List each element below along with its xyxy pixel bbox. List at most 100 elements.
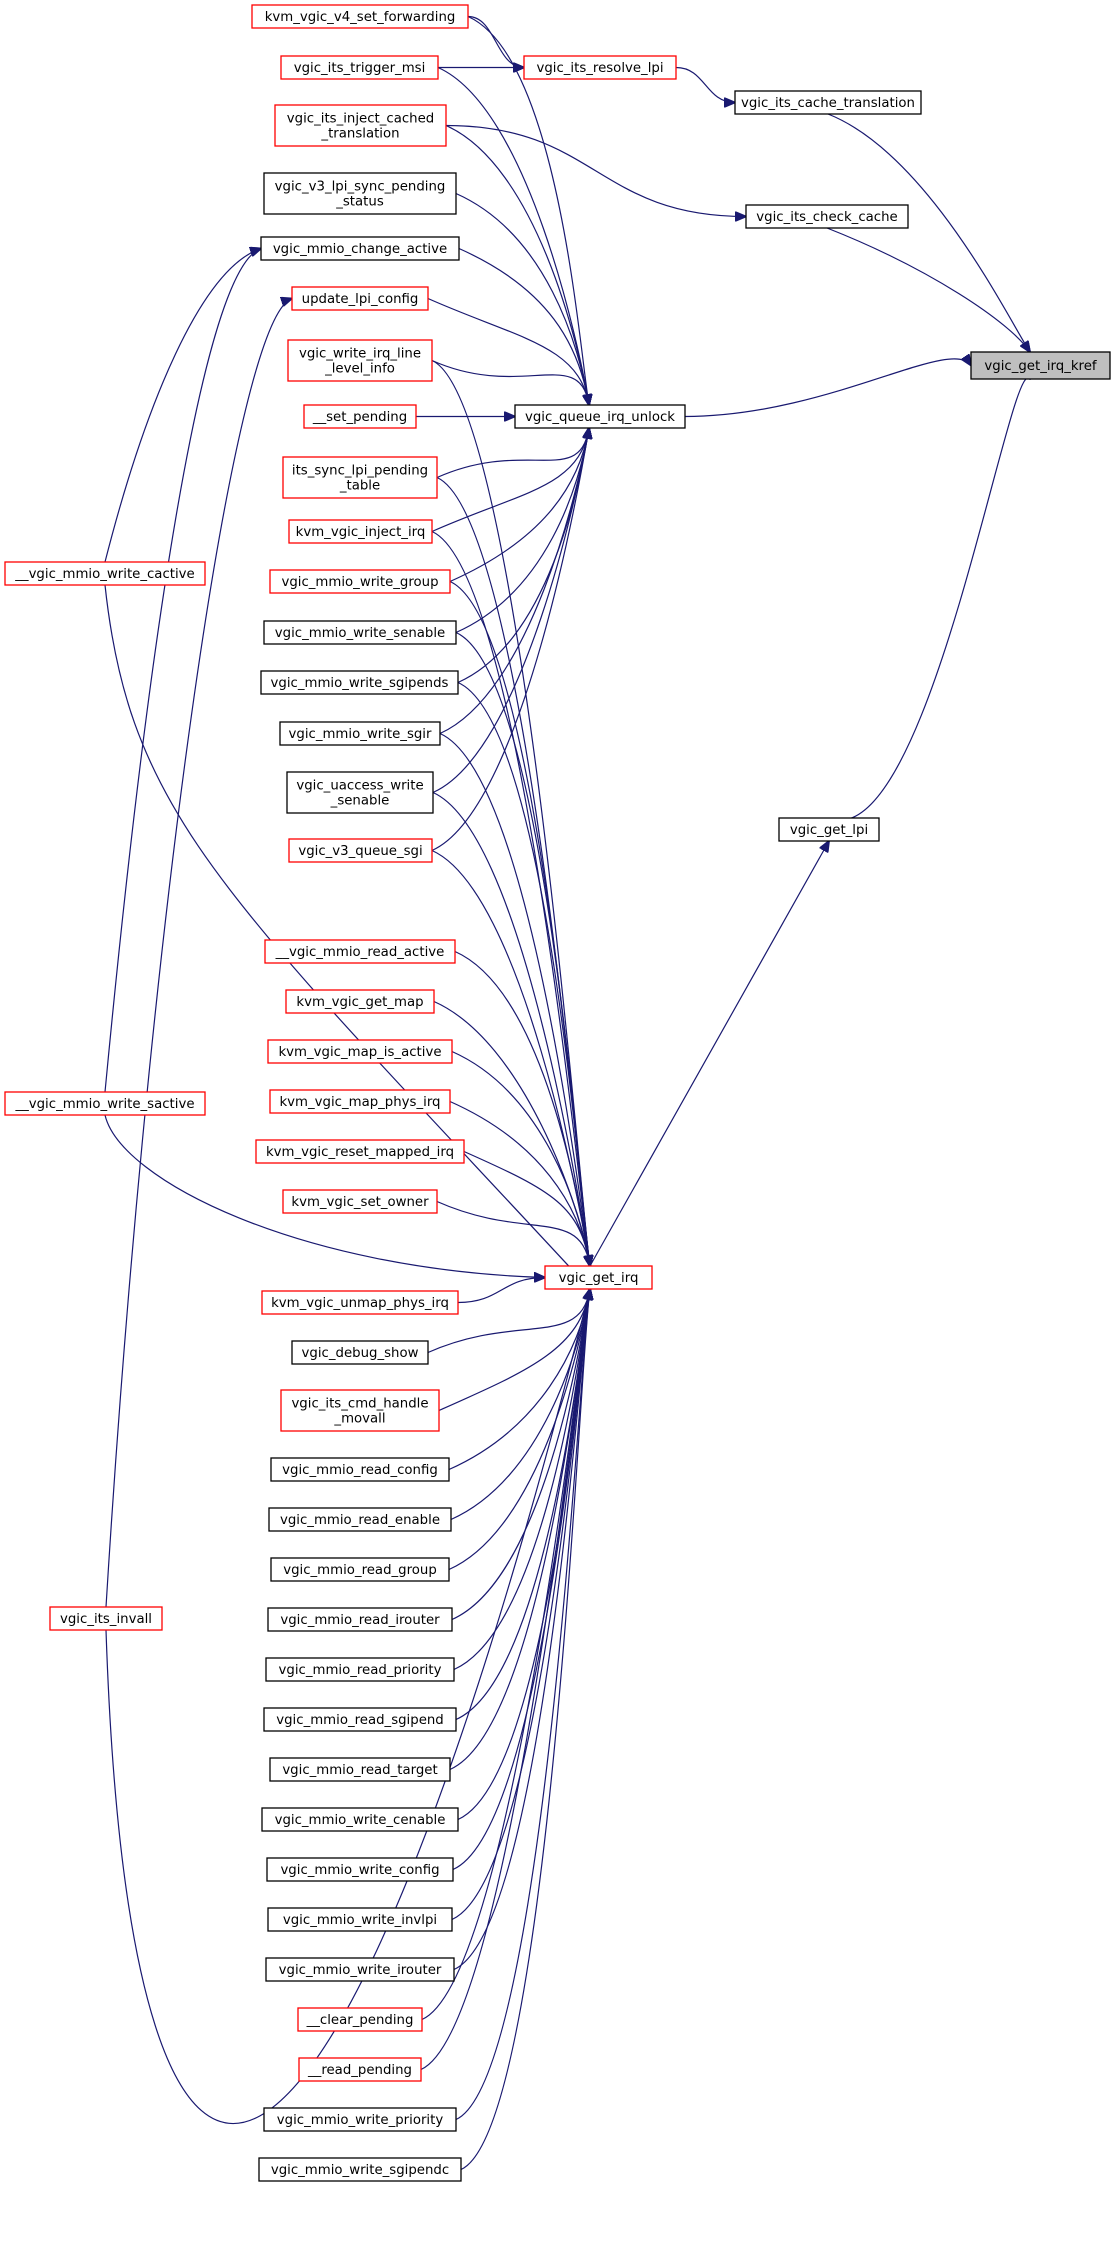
node-box — [523, 55, 677, 80]
node-kvm-vgic-map-is-active[interactable]: kvm_vgic_map_is_active — [267, 1039, 453, 1064]
edge-wsactive-to-getirq — [104, 1114, 545, 1278]
node-box — [263, 172, 457, 215]
node-label: vgic_its_trigger_msi — [294, 61, 426, 76]
node-box — [280, 1389, 440, 1432]
node-vgic-v3-lpi-sync-pending-status[interactable]: vgic_v3_lpi_sync_pending_status — [263, 172, 457, 215]
node-box — [745, 204, 909, 229]
node-vgic-mmio-write-config[interactable]: vgic_mmio_write_config — [266, 1857, 454, 1882]
node-kvm-vgic-inject-irq[interactable]: kvm_vgic_inject_irq — [288, 519, 433, 544]
node-box — [261, 1807, 459, 1832]
node-label: vgic_its_cache_translation — [741, 96, 915, 111]
node-vgic-mmio-write-group[interactable]: vgic_mmio_write_group — [269, 569, 451, 594]
node-box — [970, 351, 1111, 380]
node-vgic-its-resolve-lpi[interactable]: vgic_its_resolve_lpi — [523, 55, 677, 80]
edge-rdpend-to-getirq — [420, 1289, 590, 2071]
node-vgic-mmio-write-irouter[interactable]: vgic_mmio_write_irouter — [265, 1957, 455, 1982]
node-vgic-its-cmd-handle-movall[interactable]: vgic_its_cmd_handle_movall — [280, 1389, 440, 1432]
node-update-lpi-config[interactable]: update_lpi_config — [291, 286, 429, 311]
node-vgic-mmio-write-cactive[interactable]: __vgic_mmio_write_cactive — [4, 561, 206, 586]
node-box — [291, 286, 429, 311]
node-box — [298, 2057, 422, 2082]
node-box — [288, 519, 433, 544]
node-vgic-v3-queue-sgi[interactable]: vgic_v3_queue_sgi — [288, 838, 433, 863]
edge-path-trigmsi-to-qiu — [437, 66, 589, 406]
node-clear-pending[interactable]: __clear_pending — [297, 2007, 423, 2032]
node-label: _senable — [330, 794, 390, 809]
node-label: vgic_debug_show — [302, 1346, 419, 1361]
node-label: vgic_its_inject_cached — [287, 112, 434, 127]
node-label: its_sync_lpi_pending — [292, 464, 428, 479]
node-box — [270, 1557, 450, 1582]
node-vgic-mmio-write-priority[interactable]: vgic_mmio_write_priority — [263, 2107, 457, 2132]
node-set-pending[interactable]: __set_pending — [303, 404, 417, 429]
node-vgic-get-lpi[interactable]: vgic_get_lpi — [778, 817, 880, 842]
edge-path-wirqline-to-qiu — [431, 359, 589, 406]
node-kvm-vgic-v4-set-forwarding[interactable]: kvm_vgic_v4_set_forwarding — [251, 4, 469, 29]
node-vgic-write-irq-line-level-info[interactable]: vgic_write_irq_line_level_info — [287, 339, 433, 382]
node-its-sync-lpi-pending-table[interactable]: its_sync_lpi_pending_table — [282, 456, 438, 499]
node-label: kvm_vgic_get_map — [296, 995, 423, 1010]
edge-ractive-to-getirq — [454, 950, 590, 1267]
node-label: vgic_mmio_read_sgipend — [276, 1713, 444, 1728]
edge-wirqline-to-qiu — [431, 359, 589, 406]
node-label: kvm_vgic_v4_set_forwarding — [265, 10, 456, 25]
edge-path-setowner-to-getirq — [436, 1200, 590, 1267]
node-vgic-queue-irq-unlock[interactable]: vgic_queue_irq_unlock — [514, 404, 686, 429]
node-vgic-mmio-change-active[interactable]: vgic_mmio_change_active — [260, 236, 460, 261]
node-vgic-mmio-read-active[interactable]: __vgic_mmio_read_active — [264, 939, 456, 964]
node-kvm-vgic-unmap-phys-irq[interactable]: kvm_vgic_unmap_phys_irq — [261, 1290, 459, 1315]
node-box — [270, 1457, 450, 1482]
node-vgic-debug-show[interactable]: vgic_debug_show — [291, 1340, 429, 1365]
node-box — [251, 4, 469, 29]
node-vgic-its-trigger-msi[interactable]: vgic_its_trigger_msi — [280, 55, 439, 80]
edge-path-cachetr-to-kref — [827, 113, 1030, 352]
edge-path-injirq-to-qiu — [431, 428, 589, 533]
node-kvm-vgic-reset-mapped-irq[interactable]: kvm_vgic_reset_mapped_irq — [255, 1139, 465, 1164]
edge-resetmap-to-getirq — [463, 1150, 590, 1267]
node-vgic-mmio-read-target[interactable]: vgic_mmio_read_target — [269, 1757, 451, 1782]
node-vgic-mmio-write-sgipends[interactable]: vgic_mmio_write_sgipends — [260, 670, 459, 695]
node-read-pending[interactable]: __read_pending — [298, 2057, 422, 2082]
node-vgic-mmio-write-sactive[interactable]: __vgic_mmio_write_sactive — [4, 1091, 206, 1116]
node-box — [263, 1707, 457, 1732]
node-vgic-its-invall[interactable]: vgic_its_invall — [49, 1606, 163, 1631]
node-vgic-get-irq[interactable]: vgic_get_irq — [544, 1265, 653, 1290]
node-box — [269, 1757, 451, 1782]
edge-rprio-to-getirq — [453, 1289, 590, 1671]
edge-path-uasenable-to-qiu — [432, 428, 589, 794]
node-label: kvm_vgic_inject_irq — [296, 525, 426, 540]
node-box — [303, 404, 417, 429]
node-vgic-mmio-read-priority[interactable]: vgic_mmio_read_priority — [265, 1657, 455, 1682]
node-kvm-vgic-get-map[interactable]: kvm_vgic_get_map — [285, 989, 435, 1014]
edge-wsgipends-to-qiu — [457, 428, 589, 684]
node-label: vgic_mmio_read_enable — [280, 1513, 440, 1528]
node-vgic-mmio-read-sgipend[interactable]: vgic_mmio_read_sgipend — [263, 1707, 457, 1732]
node-vgic-mmio-write-sgir[interactable]: vgic_mmio_write_sgir — [279, 721, 441, 746]
edge-v4fwd-to-reslpi — [467, 15, 524, 68]
node-label: vgic_mmio_write_cenable — [275, 1813, 446, 1828]
node-vgic-mmio-write-senable[interactable]: vgic_mmio_write_senable — [263, 620, 457, 645]
edge-path-wsenable-to-getirq — [455, 631, 590, 1267]
edge-path-wsgipends-to-qiu — [457, 428, 589, 684]
edge-path-wsactive-to-getirq — [104, 1114, 545, 1278]
node-vgic-uaccess-write-senable[interactable]: vgic_uaccess_write_senable — [286, 771, 434, 814]
edge-path-resetmap-to-getirq — [463, 1150, 590, 1267]
node-vgic-mmio-write-cenable[interactable]: vgic_mmio_write_cenable — [261, 1807, 459, 1832]
node-vgic-mmio-read-config[interactable]: vgic_mmio_read_config — [270, 1457, 450, 1482]
node-box — [264, 939, 456, 964]
node-vgic-its-check-cache[interactable]: vgic_its_check_cache — [745, 204, 909, 229]
node-vgic-mmio-read-irouter[interactable]: vgic_mmio_read_irouter — [267, 1607, 453, 1632]
node-box — [286, 771, 434, 814]
node-vgic-mmio-read-group[interactable]: vgic_mmio_read_group — [270, 1557, 450, 1582]
edge-wsgipends-to-getirq — [457, 681, 590, 1267]
node-box — [266, 1857, 454, 1882]
node-vgic-mmio-write-invlpi[interactable]: vgic_mmio_write_invlpi — [267, 1907, 453, 1932]
node-vgic-mmio-write-sgipendc[interactable]: vgic_mmio_write_sgipendc — [258, 2157, 462, 2182]
node-kvm-vgic-set-owner[interactable]: kvm_vgic_set_owner — [282, 1189, 438, 1214]
node-vgic-mmio-read-enable[interactable]: vgic_mmio_read_enable — [268, 1507, 452, 1532]
node-vgic-its-inject-cached-translation[interactable]: vgic_its_inject_cached_translation — [274, 104, 447, 147]
node-kvm-vgic-map-phys-irq[interactable]: kvm_vgic_map_phys_irq — [269, 1089, 451, 1114]
node-vgic-get-irq-kref[interactable]: vgic_get_irq_kref — [970, 351, 1111, 380]
node-vgic-its-cache-translation[interactable]: vgic_its_cache_translation — [734, 90, 922, 115]
